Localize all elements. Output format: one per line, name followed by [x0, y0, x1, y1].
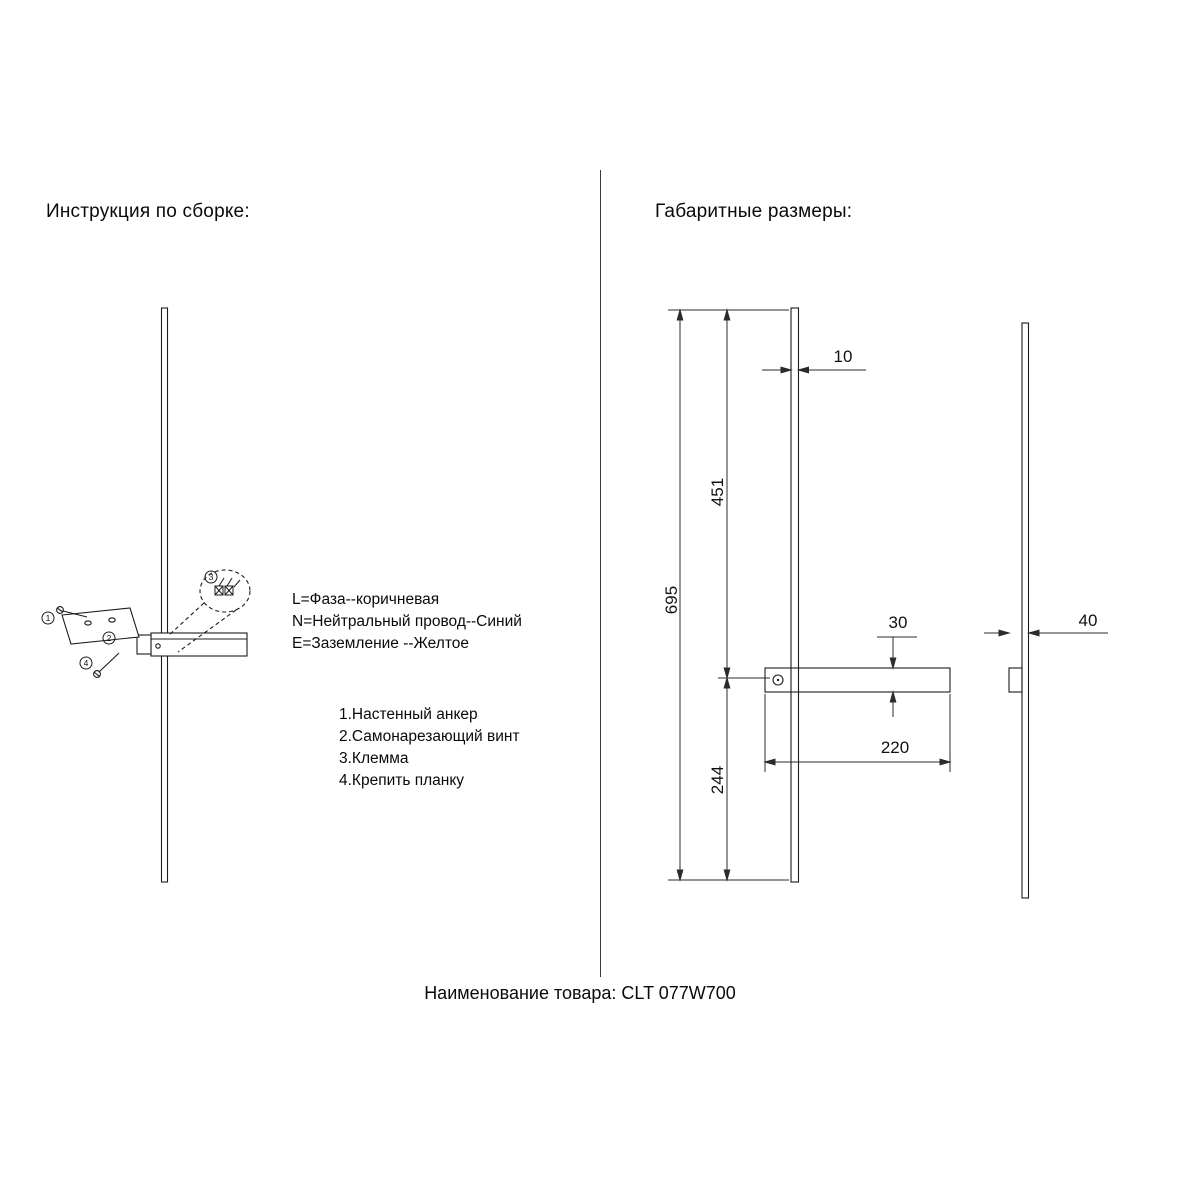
side-view-rod — [1021, 322, 1030, 899]
callout-1-number: 1 — [46, 613, 51, 623]
wiring-legend: L=Фаза--коричневая N=Нейтральный провод-… — [292, 589, 522, 655]
dim-bracket-width: 220 — [880, 738, 910, 757]
callout-2-badge — [102, 631, 116, 645]
wall-plate — [61, 607, 140, 645]
callout-1-badge — [41, 611, 55, 625]
dim-bracket-height: 30 — [888, 613, 908, 632]
dim-upper-length: 451 — [708, 477, 727, 507]
callout-badges: 1 2 3 4 — [41, 570, 218, 670]
mount-hole — [772, 674, 784, 686]
dim-total-length: 695 — [662, 585, 681, 615]
callout-4-badge — [79, 656, 93, 670]
dim-depth: 40 — [1078, 611, 1098, 630]
front-view-rod — [790, 307, 800, 883]
dim-rod-width: 10 — [833, 347, 853, 366]
screw-icon — [93, 652, 120, 678]
screw-icon — [56, 606, 88, 618]
wiring-line-e: E=Заземление --Желтое — [292, 635, 469, 652]
assembly-section-title: Инструкция по сборке: — [46, 201, 250, 222]
dimensions-section-title: Габаритные размеры: — [655, 201, 853, 222]
side-view-dimensions — [984, 629, 1108, 637]
assembly-step-3: 3.Клемма — [339, 750, 409, 767]
front-view-dimensions — [668, 308, 952, 882]
product-name-label: Наименование товара: CLT 077W700 — [424, 983, 736, 1003]
callout-3-badge — [204, 570, 218, 584]
callout-3-number: 3 — [209, 572, 214, 582]
side-view — [1008, 322, 1030, 899]
detail-callout-circle — [199, 569, 251, 613]
dim-lower-length: 244 — [708, 765, 727, 795]
assembly-step-2: 2.Самонарезающий винт — [339, 728, 520, 745]
wiring-line-l: L=Фаза--коричневая — [292, 591, 440, 608]
assembly-step-1: 1.Настенный анкер — [339, 706, 478, 723]
callout-4-number: 4 — [84, 658, 89, 668]
assembly-steps: 1.Настенный анкер 2.Самонарезающий винт … — [339, 704, 520, 792]
callout-2-number: 2 — [107, 633, 112, 643]
side-view-bracket — [1008, 667, 1023, 693]
terminal-block-icon — [214, 577, 241, 596]
assembly-drawing — [56, 307, 251, 883]
assembly-step-4: 4.Крепить планку — [339, 772, 465, 789]
front-view-bracket — [764, 667, 951, 693]
lamp-rod — [160, 307, 169, 883]
front-view — [764, 307, 951, 883]
wiring-line-n: N=Нейтральный провод--Синий — [292, 613, 522, 630]
bar-connector — [136, 634, 152, 655]
